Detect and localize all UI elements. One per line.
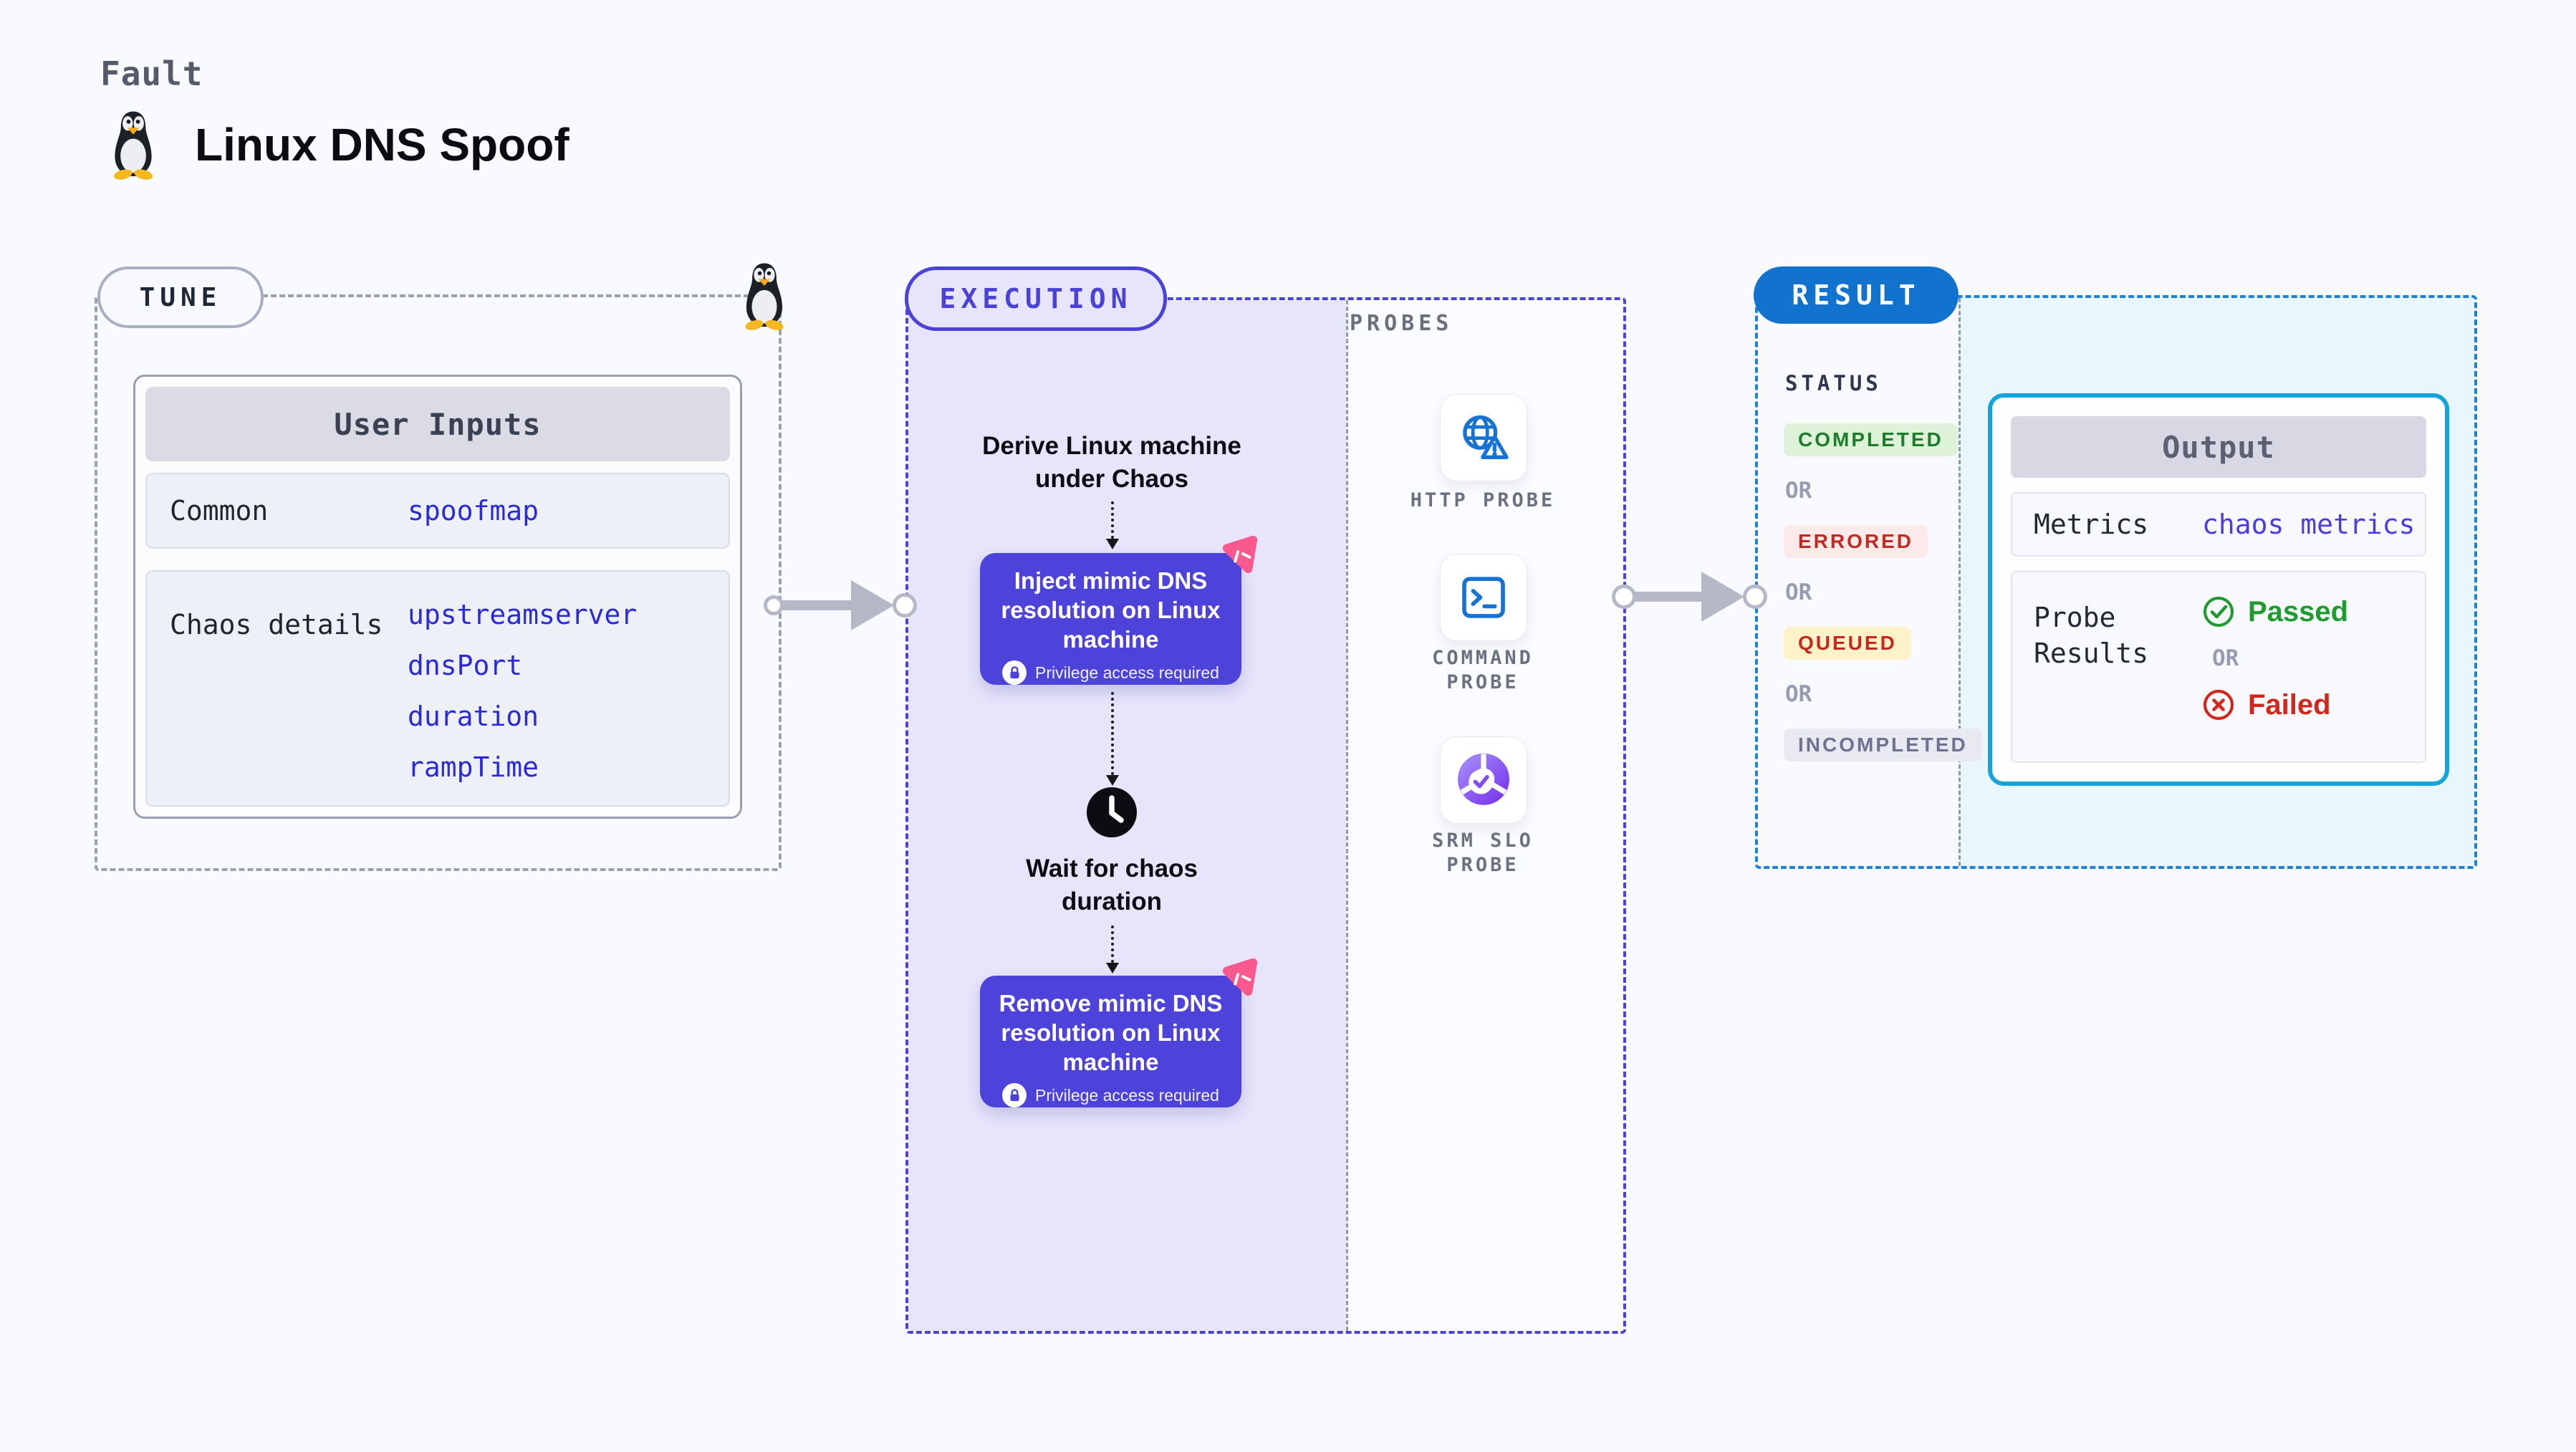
result-section-pill: RESULT xyxy=(1754,266,1959,324)
or-separator: OR xyxy=(2212,645,2239,671)
http-probe-label: HTTP PROBE xyxy=(1410,489,1556,511)
flow-connector xyxy=(1111,501,1114,539)
terminal-icon xyxy=(1462,577,1505,618)
slo-donut-icon xyxy=(1458,753,1509,805)
command-probe-card xyxy=(1440,554,1527,641)
step-wait-duration: Wait for chaos duration xyxy=(1026,855,1198,915)
globe-alert-icon xyxy=(1463,415,1509,459)
lock-icon xyxy=(1002,1083,1027,1107)
user-inputs-card: User Inputs Common spoofmap Chaos detail… xyxy=(133,375,742,819)
step-remove-text: Remove mimic DNS resolution on Linux mac… xyxy=(999,990,1223,1075)
probe-results-values: Passed OR Failed xyxy=(2202,572,2348,721)
privilege-note: Privilege access required xyxy=(1035,663,1219,682)
title-row: Linux DNS Spoof xyxy=(105,109,569,181)
input-value-list: upstreamserver dnsPort duration rampTime xyxy=(408,572,637,783)
arrow-start-dot xyxy=(764,595,784,615)
probe-result-failed: Failed xyxy=(2202,688,2348,721)
execution-section-pill: EXECUTION xyxy=(905,266,1167,331)
privilege-note-row: Privilege access required xyxy=(989,1083,1233,1107)
srm-slo-probe-label: SRM SLO PROBE xyxy=(1432,830,1534,876)
step-inject-dns-box: Inject mimic DNS resolution on Linux mac… xyxy=(980,553,1241,685)
step-inject-text: Inject mimic DNS resolution on Linux mac… xyxy=(1001,567,1221,653)
arrow-end-dot xyxy=(893,593,917,617)
chaos-experiment-icon xyxy=(1218,534,1259,575)
privilege-note: Privilege access required xyxy=(1035,1085,1219,1105)
user-inputs-header: User Inputs xyxy=(145,387,730,461)
or-separator: OR xyxy=(1785,580,1812,605)
input-row-chaos-details: Chaos details upstreamserver dnsPort dur… xyxy=(145,570,730,807)
status-badge-incompleted: INCOMPLETED xyxy=(1784,729,1982,761)
probe-result-passed: Passed xyxy=(2202,595,2348,628)
flow-connector-arrowhead xyxy=(1106,963,1119,973)
clock-icon xyxy=(1087,787,1137,837)
step-remove-dns-box: Remove mimic DNS resolution on Linux mac… xyxy=(980,976,1241,1107)
flow-connector-arrowhead xyxy=(1106,775,1119,786)
metrics-value: chaos metrics xyxy=(2202,509,2416,540)
chaos-experiment-icon xyxy=(1218,956,1259,998)
input-row-label: Chaos details xyxy=(170,609,383,640)
lock-icon xyxy=(1002,660,1027,685)
status-badge-completed: COMPLETED xyxy=(1784,423,1958,456)
metrics-row: Metrics chaos metrics xyxy=(2011,492,2426,557)
input-value: dnsPort xyxy=(408,650,523,681)
linux-tux-icon xyxy=(112,111,154,181)
passed-text: Passed xyxy=(2248,595,2349,628)
failed-text: Failed xyxy=(2248,688,2331,721)
tune-section-pill: TUNE xyxy=(97,266,264,328)
probes-label: PROBES xyxy=(1350,311,1453,336)
command-probe-label: COMMAND PROBE xyxy=(1432,647,1534,693)
input-value: spoofmap xyxy=(408,495,539,527)
status-badge-queued: QUEUED xyxy=(1784,627,1911,660)
page-title: Linux DNS Spoof xyxy=(195,119,569,170)
privilege-note-row: Privilege access required xyxy=(989,660,1233,685)
arrow-start-dot xyxy=(1612,585,1636,609)
arrow-end-dot xyxy=(1743,585,1767,609)
or-separator: OR xyxy=(1785,681,1812,707)
http-probe-card xyxy=(1440,394,1527,481)
or-separator: OR xyxy=(1785,478,1812,504)
output-card: Output Metrics chaos metrics Probe Resul… xyxy=(1988,393,2449,786)
check-circle-icon xyxy=(2203,596,2234,628)
input-row-common: Common spoofmap xyxy=(145,473,730,549)
tune-section-box xyxy=(95,294,782,871)
input-value: rampTime xyxy=(408,751,539,783)
output-card-header: Output xyxy=(2011,416,2426,478)
status-column-label: STATUS xyxy=(1785,371,1882,395)
linux-tux-icon-small xyxy=(744,263,785,331)
input-value: duration xyxy=(408,701,539,732)
input-row-label: Common xyxy=(170,495,269,527)
status-badge-errored: ERRORED xyxy=(1784,525,1928,558)
input-value: upstreamserver xyxy=(408,599,638,630)
probe-results-row: Probe Results Passed OR Failed xyxy=(2011,571,2426,763)
result-status-divider xyxy=(1959,298,1961,866)
arrow-head xyxy=(1701,572,1744,622)
probe-results-label: Probe Results xyxy=(2034,602,2149,669)
srm-slo-probe-card xyxy=(1440,736,1527,824)
metrics-label: Metrics xyxy=(2034,509,2149,540)
step-derive-machine: Derive Linux machine under Chaos xyxy=(982,432,1241,493)
flow-connector xyxy=(1111,925,1114,963)
execution-probes-divider xyxy=(1346,300,1348,1331)
flow-connector-arrowhead xyxy=(1106,539,1119,549)
flow-connector xyxy=(1111,692,1114,775)
fault-kicker: Fault xyxy=(100,54,203,93)
x-circle-icon xyxy=(2203,689,2234,721)
arrow-head xyxy=(851,580,894,630)
